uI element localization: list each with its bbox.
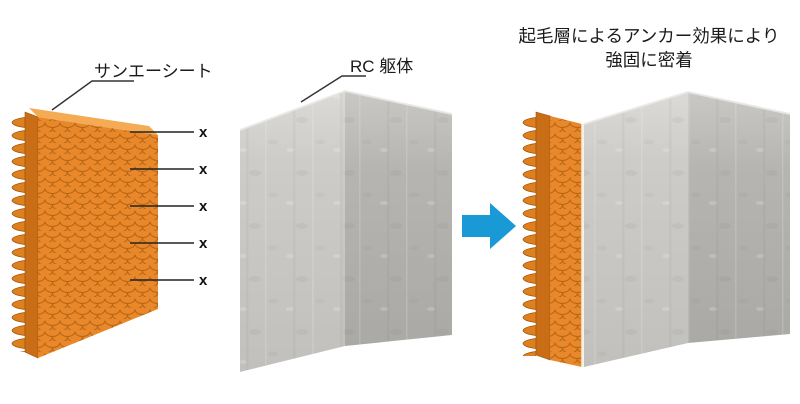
x-mark: x [199, 161, 208, 178]
x-mark: x [199, 235, 208, 252]
caption-line-1: 起毛層によるアンカー効果により [519, 26, 780, 46]
bonded-sheet-fuzz-layer [520, 116, 536, 356]
block-label: RC 躯体 [350, 57, 413, 76]
bonded-sheet-scale-texture [550, 116, 582, 367]
bonded-concrete-top-edge-highlight [583, 90, 791, 125]
sheet-fuzz-layer [9, 116, 25, 352]
caption-line-2: 強固に密着 [605, 50, 693, 70]
x-mark: x [199, 124, 208, 141]
sheet-edge-face [24, 111, 39, 359]
right-arrow-icon [462, 203, 516, 249]
bonded-figure: 起毛層によるアンカー効果により 強固に密着 [519, 26, 791, 367]
separation-marks: x x x x x [130, 124, 208, 289]
bonded-concrete-front-texture [584, 92, 688, 367]
block-label-leader-line [300, 75, 366, 103]
concrete-front-texture [240, 91, 345, 372]
x-mark: x [199, 272, 208, 289]
sheet-label: サンエーシート [94, 62, 213, 81]
sheet-scale-texture [38, 117, 158, 358]
bonded-sheet-edge-face [535, 111, 551, 361]
sheet-figure: サンエーシート [9, 62, 213, 359]
x-mark: x [199, 198, 208, 215]
concrete-block-figure: RC 躯体 [239, 57, 453, 372]
sheet-label-leader-line [51, 80, 134, 111]
concrete-top-edge-highlight [239, 89, 453, 131]
sheet-top-face [29, 108, 158, 135]
concrete-side-texture [345, 91, 452, 346]
bonded-concrete-side-texture [688, 92, 790, 343]
